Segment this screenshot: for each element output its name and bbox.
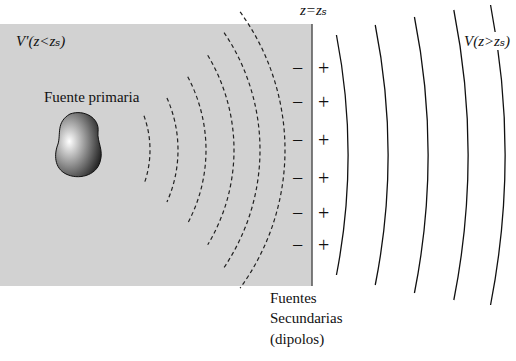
plus-sign: +: [318, 90, 329, 114]
solid-wavefront: [414, 17, 428, 293]
plus-sign: +: [318, 128, 329, 152]
source-label: Fuente primaria: [42, 88, 141, 106]
region-label: V′(z<zₛ): [14, 32, 67, 50]
radiated-wavefronts: [336, 5, 505, 305]
region-box: V′(z<zₛ) Fuente primaria: [0, 24, 312, 286]
dashed-wavefront: [144, 116, 150, 184]
plus-sign: +: [318, 201, 329, 225]
minus-sign: −: [292, 166, 303, 190]
boundary-plane: [311, 24, 313, 286]
blob-shape: [56, 113, 102, 177]
minus-sign: −: [292, 233, 303, 257]
region-label: V(z>zₛ): [462, 32, 512, 50]
minus-sign: −: [292, 56, 303, 80]
dashed-wavefront: [240, 12, 285, 288]
secondary-sources-label: Fuentes Secundarias (dipolos): [270, 288, 362, 349]
region-background: [0, 24, 312, 286]
minus-sign: −: [292, 90, 303, 114]
incident-wavefronts: [144, 12, 285, 288]
dashed-wavefront: [208, 55, 234, 245]
solid-wavefront: [375, 25, 388, 285]
solid-wavefront: [491, 5, 505, 305]
solid-wavefront: [336, 35, 348, 275]
dashed-wavefront: [167, 98, 178, 202]
primary-source: Fuente primaria: [42, 88, 162, 183]
plus-sign: +: [318, 166, 329, 190]
dashed-wavefront: [224, 33, 260, 268]
plane-label: z=zₛ: [300, 1, 327, 19]
minus-sign: −: [292, 128, 303, 152]
dashed-wavefront: [188, 77, 206, 223]
solid-wavefront: [454, 10, 468, 300]
plus-sign: +: [318, 56, 329, 80]
plus-sign: +: [318, 233, 329, 257]
source-blob: [52, 110, 108, 182]
minus-sign: −: [292, 201, 303, 225]
